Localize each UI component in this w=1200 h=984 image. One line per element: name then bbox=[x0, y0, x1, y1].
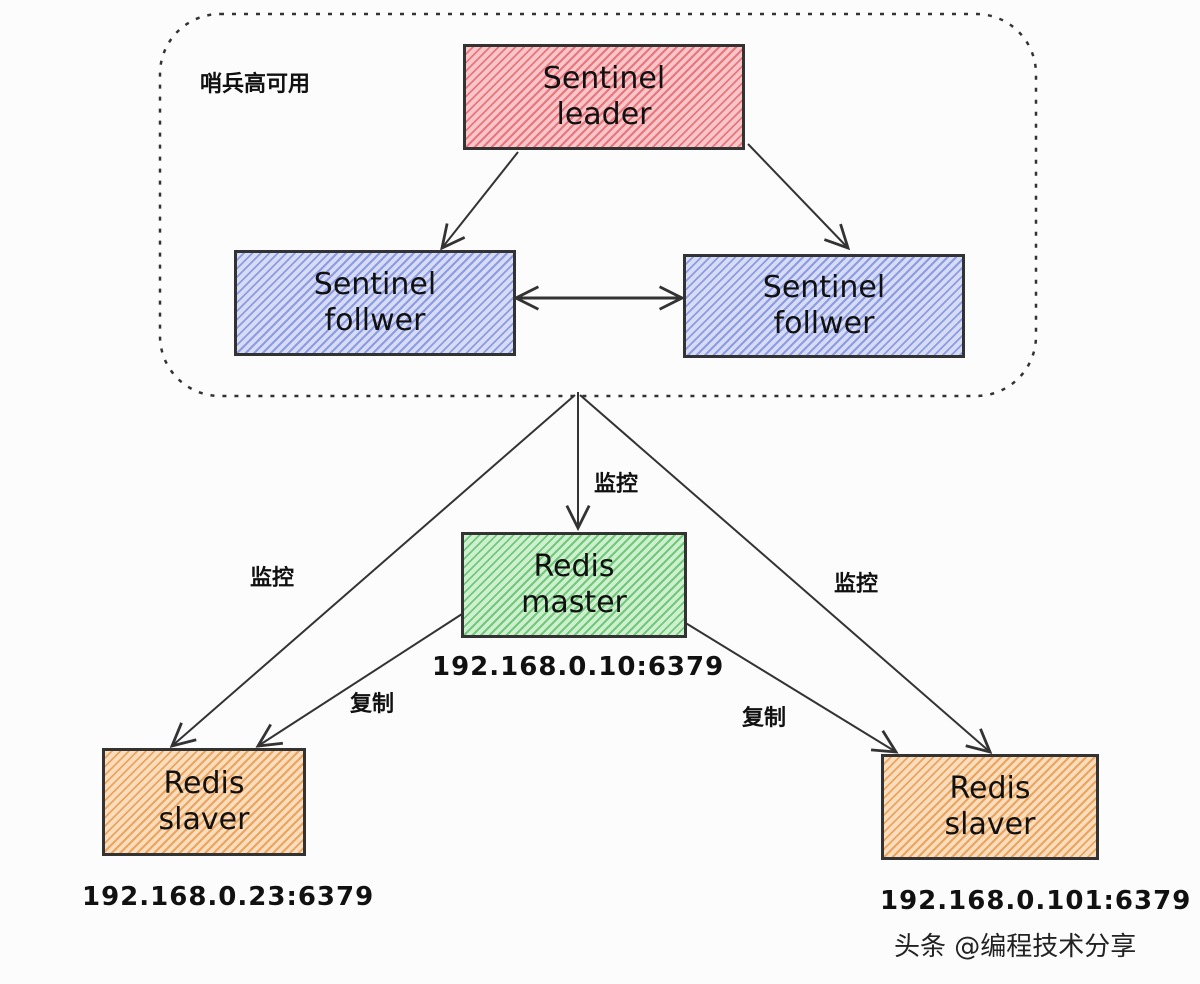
redis-master-node: Redis master bbox=[461, 532, 687, 638]
edge-label-monitor-right: 监控 bbox=[834, 572, 879, 597]
edge-monitor-slave-right bbox=[579, 394, 990, 752]
master-address: 192.168.0.10:6379 bbox=[432, 652, 725, 682]
sentinel-follower-left-line2: follwer bbox=[324, 303, 426, 338]
edge-label-monitor-center: 监控 bbox=[594, 472, 639, 497]
redis-slave-right-node: Redis slaver bbox=[881, 754, 1099, 860]
edge-label-replicate-right: 复制 bbox=[742, 706, 787, 731]
slave-right-address: 192.168.0.101:6379 bbox=[880, 886, 1192, 916]
redis-slave-right-line2: slaver bbox=[944, 807, 1036, 842]
watermark: 头条 @编程技术分享 bbox=[894, 932, 1137, 962]
sentinel-group-label: 哨兵高可用 bbox=[200, 72, 311, 97]
sentinel-follower-left-node: Sentinel follwer bbox=[234, 250, 516, 356]
redis-slave-right-line1: Redis bbox=[949, 771, 1031, 806]
slave-left-address: 192.168.0.23:6379 bbox=[82, 882, 375, 912]
redis-slave-left-node: Redis slaver bbox=[102, 748, 306, 856]
edge-label-replicate-left: 复制 bbox=[350, 692, 395, 717]
sentinel-group-boundary bbox=[158, 12, 1038, 398]
sentinel-leader-line2: leader bbox=[556, 97, 652, 132]
edge-replicate-slave-left bbox=[258, 613, 463, 746]
sentinel-follower-right-line2: follwer bbox=[773, 306, 875, 341]
redis-master-line2: master bbox=[521, 585, 627, 620]
edge-monitor-slave-left bbox=[172, 394, 576, 746]
edge-replicate-slave-right bbox=[683, 621, 896, 752]
edge-leader-to-follower-right bbox=[747, 143, 848, 248]
sentinel-follower-left-line1: Sentinel bbox=[313, 267, 437, 302]
redis-slave-left-line1: Redis bbox=[163, 766, 245, 801]
edge-label-monitor-left: 监控 bbox=[250, 566, 295, 591]
redis-master-line1: Redis bbox=[533, 549, 615, 584]
sentinel-leader-line1: Sentinel bbox=[542, 61, 666, 96]
edge-leader-to-follower-left bbox=[442, 151, 519, 248]
sentinel-follower-right-node: Sentinel follwer bbox=[683, 254, 965, 358]
sentinel-follower-right-line1: Sentinel bbox=[762, 270, 886, 305]
redis-slave-left-line2: slaver bbox=[158, 802, 250, 837]
sentinel-leader-node: Sentinel leader bbox=[463, 44, 745, 150]
